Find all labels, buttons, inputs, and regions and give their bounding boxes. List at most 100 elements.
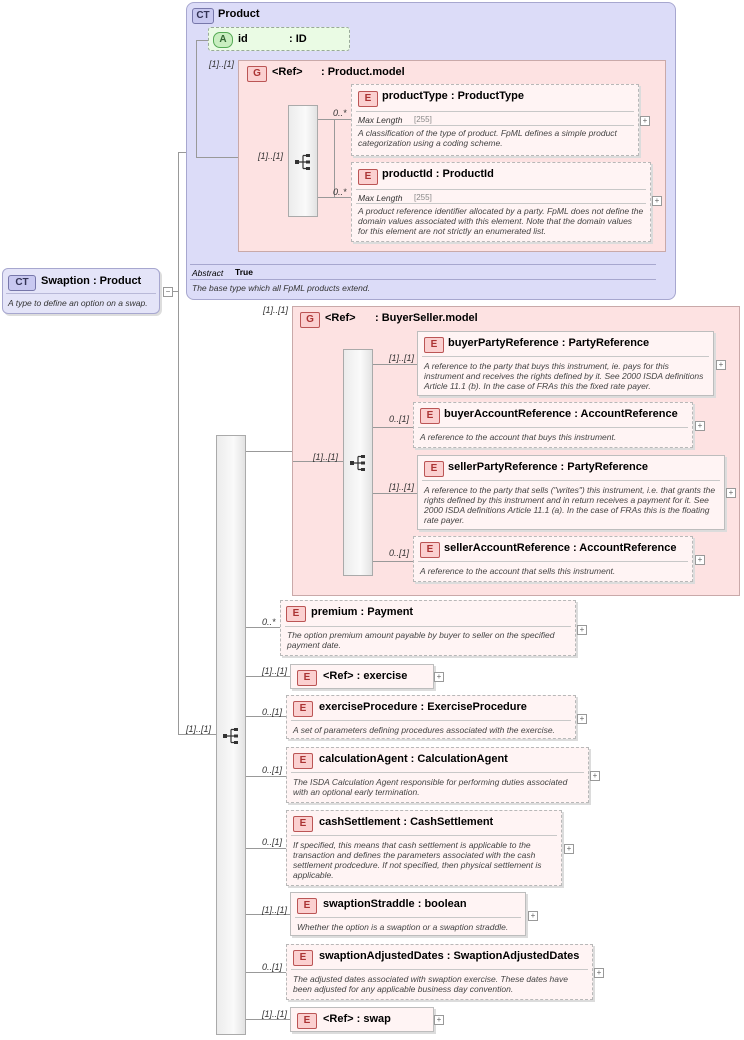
element-cardinality: 0..* [333,108,347,118]
abstract-value: True [235,267,253,277]
expand-button[interactable]: + [716,360,726,370]
element-title: sellerPartyReference : PartyReference [448,461,648,473]
element-cardinality: 0..[1] [389,414,410,424]
element-product-type[interactable]: E productType : ProductType Max Length [… [351,84,639,156]
element-icon: E [358,91,378,107]
root-type-description: A type to define an option on a swap. [8,298,148,308]
element-title: <Ref> : exercise [323,670,408,682]
element-buyer-account-reference[interactable]: E buyerAccountReference : AccountReferen… [413,402,693,448]
element-cardinality: 0..* [333,187,347,197]
group-cardinality: [1]..[1] [209,59,235,69]
root-type-box[interactable]: CT Swaption : Product A type to define a… [2,268,160,314]
element-exercise-procedure[interactable]: E exerciseProcedure : ExerciseProcedure … [286,695,576,739]
sequence-icon [350,454,366,472]
element-icon: E [297,670,317,686]
sequence-compositor-main[interactable] [216,435,246,1035]
expand-button[interactable]: + [434,672,444,682]
group-ref-label: <Ref> [325,312,356,324]
expand-button[interactable]: + [652,196,662,206]
attribute-id[interactable]: A id : ID [208,27,350,51]
expand-button[interactable]: + [564,844,574,854]
element-description: A reference to the account that buys thi… [420,432,617,442]
element-title: buyerPartyReference : PartyReference [448,337,650,349]
expand-button[interactable]: + [528,911,538,921]
element-icon: E [424,337,444,353]
element-premium[interactable]: E premium : Payment The option premium a… [280,600,576,656]
element-title: productType : ProductType [382,90,524,102]
element-icon: E [420,408,440,424]
element-icon: E [293,816,313,832]
element-icon: E [297,898,317,914]
expand-button[interactable]: + [577,714,587,724]
element-cash-settlement[interactable]: E cashSettlement : CashSettlement If spe… [286,810,562,886]
sequence-compositor-product[interactable] [288,105,318,217]
sequence-cardinality: [1]..[1] [258,151,284,161]
element-description: The adjusted dates associated with swapt… [293,974,568,994]
element-title: cashSettlement : CashSettlement [319,816,494,828]
facet-value: [255] [414,193,432,202]
facet-label: Max Length [358,115,403,125]
expand-button[interactable]: + [640,116,650,126]
element-cardinality: [1]..[1] [389,482,415,492]
attribute-name: id [238,33,248,45]
group-icon: G [300,312,320,328]
element-exercise-ref[interactable]: E <Ref> : exercise [290,664,434,689]
element-description: A reference to the party that buys this … [424,361,704,391]
sequence-icon [295,153,311,171]
element-icon: E [358,169,378,185]
element-description: A set of parameters defining procedures … [293,725,555,735]
element-title: sellerAccountReference : AccountReferenc… [444,542,677,554]
element-cardinality: 0..[1] [262,707,283,717]
group-name: : Product.model [321,66,405,78]
expand-button[interactable]: + [434,1015,444,1025]
facet-label: Max Length [358,193,403,203]
collapse-root-button[interactable]: − [163,287,173,297]
element-cardinality: [1]..[1] [262,666,288,676]
sequence-icon [223,727,239,745]
sequence-cardinality: [1]..[1] [313,452,339,462]
base-type-title: Product [218,8,260,20]
element-cardinality: 0..[1] [262,962,283,972]
abstract-label: Abstract [192,268,224,278]
element-icon: E [424,461,444,477]
element-product-id[interactable]: E productId : ProductId Max Length [255]… [351,162,651,242]
expand-button[interactable]: + [594,968,604,978]
element-title: productId : ProductId [382,168,494,180]
element-description: A classification of the type of product.… [358,128,617,148]
element-description: The ISDA Calculation Agent responsible f… [293,777,568,797]
element-cardinality: 0..[1] [262,837,283,847]
element-swap-ref[interactable]: E <Ref> : swap [290,1007,434,1032]
expand-button[interactable]: + [695,555,705,565]
element-cardinality: [1]..[1] [262,905,288,915]
element-icon: E [420,542,440,558]
expand-button[interactable]: + [726,488,736,498]
facet-value: [255] [414,115,432,124]
sequence-cardinality: [1]..[1] [186,724,212,734]
expand-button[interactable]: + [590,771,600,781]
element-cardinality: [1]..[1] [389,353,415,363]
element-calculation-agent[interactable]: E calculationAgent : CalculationAgent Th… [286,747,589,803]
element-title: exerciseProcedure : ExerciseProcedure [319,701,527,713]
element-title: swaptionStraddle : boolean [323,898,467,910]
base-type-description: The base type which all FpML products ex… [192,283,370,293]
element-description: Whether the option is a swaption or a sw… [297,922,509,932]
element-description: The option premium amount payable by buy… [287,630,555,650]
element-buyer-party-reference[interactable]: E buyerPartyReference : PartyReference A… [417,331,714,396]
expand-button[interactable]: + [577,625,587,635]
element-icon: E [293,701,313,717]
element-swaption-adjusted-dates[interactable]: E swaptionAdjustedDates : SwaptionAdjust… [286,944,593,1000]
element-swaption-straddle[interactable]: E swaptionStraddle : boolean Whether the… [290,892,526,936]
element-description: A reference to the party that sells ("wr… [424,485,716,525]
complex-type-icon: CT [8,275,36,291]
element-description: A reference to the account that sells th… [420,566,616,576]
element-cardinality: 0..[1] [262,765,283,775]
expand-button[interactable]: + [695,421,705,431]
element-description: If specified, this means that cash settl… [293,840,542,880]
element-title: <Ref> : swap [323,1013,391,1025]
complex-type-icon: CT [192,8,214,24]
element-seller-account-reference[interactable]: E sellerAccountReference : AccountRefere… [413,536,693,582]
element-seller-party-reference[interactable]: E sellerPartyReference : PartyReference … [417,455,725,530]
sequence-compositor-buyer-seller[interactable] [343,349,373,576]
element-icon: E [286,606,306,622]
attribute-icon: A [213,32,233,48]
